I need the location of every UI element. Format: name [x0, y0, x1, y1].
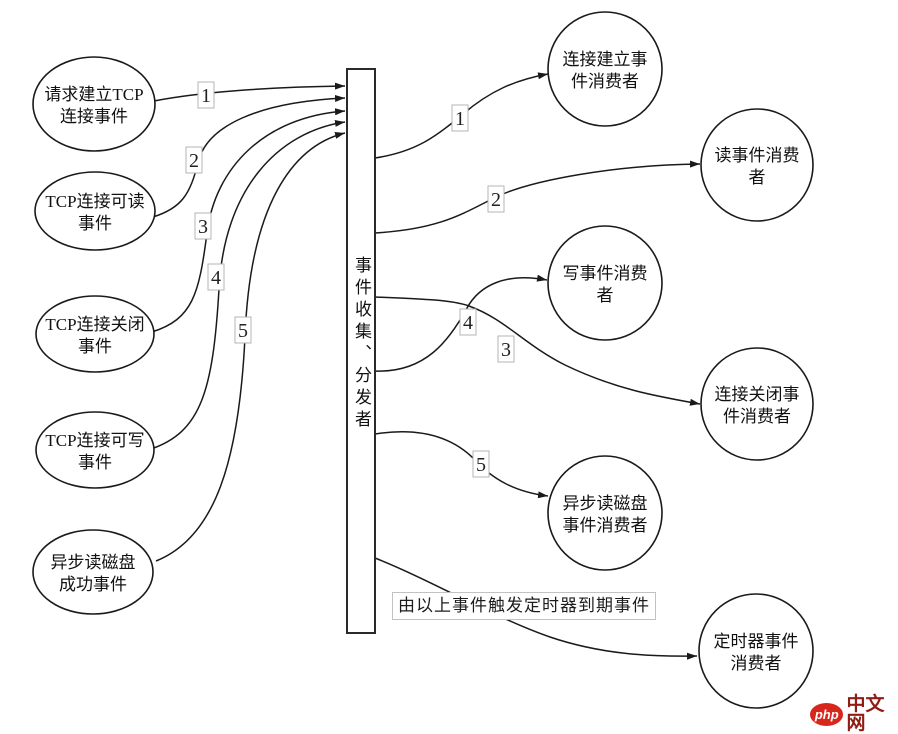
node-label-line2: 事件 — [78, 214, 112, 233]
edge-left-3 — [151, 108, 346, 333]
edge-label-digit: 5 — [238, 320, 248, 342]
edge-left-1 — [153, 82, 346, 102]
edge-label-digit: 2 — [491, 189, 501, 211]
node-shape — [698, 593, 814, 709]
edge-label-digit: 3 — [198, 216, 208, 238]
node-label-line1: 写事件消费 — [563, 264, 648, 283]
node-label-line1: 异步读磁盘 — [563, 494, 648, 513]
edge-label-right-1: 1 — [451, 104, 469, 132]
node-shape — [700, 347, 814, 461]
edge-right-2-read — [374, 160, 701, 234]
node-label-line1: TCP连接可读 — [45, 192, 144, 211]
node-shape — [35, 295, 155, 373]
node-label-line1: TCP连接可写 — [45, 431, 144, 450]
edge-left-4 — [150, 119, 346, 450]
node-shape — [35, 411, 155, 489]
edge-right-4-write — [374, 274, 548, 372]
edge-label-digit: 2 — [189, 150, 199, 172]
edge-label-box — [451, 104, 469, 132]
node-label-line1: 定时器事件 — [714, 632, 799, 651]
edge-label-right-3: 3 — [497, 335, 515, 363]
edge-label-box — [234, 316, 252, 344]
dispatcher-label: 事件收集、分发者 — [352, 256, 371, 432]
edge-label-digit: 1 — [201, 85, 211, 107]
node-request-tcp-connect-event: 请求建立TCP 连接事件 — [32, 56, 156, 152]
edge-label-digit: 4 — [211, 267, 221, 289]
php-cn-watermark: php 中文网 — [810, 695, 898, 733]
node-label-line1: TCP连接关闭 — [45, 315, 144, 334]
node-label-line2: 件消费者 — [723, 407, 791, 426]
edge-label-right-2: 2 — [487, 185, 505, 213]
node-label-line2: 事件消费者 — [563, 516, 648, 535]
node-label-line1: 读事件消费 — [715, 146, 800, 165]
edge-label-box — [472, 450, 490, 478]
node-label-line2: 成功事件 — [59, 575, 127, 594]
edge-right-3-close — [374, 296, 701, 406]
node-shape — [700, 108, 814, 222]
node-label-line1: 请求建立TCP — [44, 85, 143, 104]
node-label-line1: 连接建立事 — [563, 50, 648, 69]
node-label-line2: 事件 — [78, 337, 112, 356]
edge-label-digit: 1 — [455, 108, 465, 130]
node-label-line2: 消费者 — [731, 654, 782, 673]
node-shape — [547, 225, 663, 341]
node-shape — [32, 529, 154, 615]
edge-label-right-5: 5 — [472, 450, 490, 478]
timer-annotation: 由以上事件触发定时器到期事件 — [392, 592, 656, 620]
edge-label-box — [194, 212, 212, 240]
node-shape — [547, 455, 663, 571]
edge-label-box — [207, 263, 225, 291]
node-shape — [547, 11, 663, 127]
node-label-line2: 事件 — [78, 453, 112, 472]
edge-right-5-async-disk — [374, 431, 549, 499]
edge-label-box — [185, 146, 203, 174]
dispatcher-box — [346, 68, 376, 634]
edge-label-digit: 3 — [501, 339, 511, 361]
node-label-line2: 者 — [749, 168, 766, 187]
edge-label-box — [459, 308, 477, 336]
node-label-line2: 件消费者 — [571, 72, 639, 91]
edge-label-box — [197, 81, 215, 109]
edge-label-left-2: 2 — [185, 146, 203, 174]
edge-label-left-4: 4 — [207, 263, 225, 291]
node-label-line1: 异步读磁盘 — [51, 553, 136, 572]
edge-right-6-timer — [374, 557, 698, 660]
node-shape — [32, 56, 156, 152]
edge-label-box — [497, 335, 515, 363]
node-label-line2: 者 — [597, 286, 614, 305]
edge-label-left-1: 1 — [197, 81, 215, 109]
node-shape — [34, 171, 156, 251]
node-label-line2: 连接事件 — [60, 107, 128, 126]
edge-label-left-3: 3 — [194, 212, 212, 240]
php-logo-oval-icon: php — [810, 702, 844, 726]
node-label-line1: 连接关闭事 — [715, 385, 800, 404]
edge-label-right-4: 4 — [459, 308, 477, 336]
edge-label-left-5: 5 — [234, 316, 252, 344]
edge-label-digit: 5 — [476, 454, 486, 476]
edge-label-box — [487, 185, 505, 213]
php-cn-logo-text: 中文网 — [846, 694, 885, 734]
edge-label-digit: 4 — [463, 312, 473, 334]
